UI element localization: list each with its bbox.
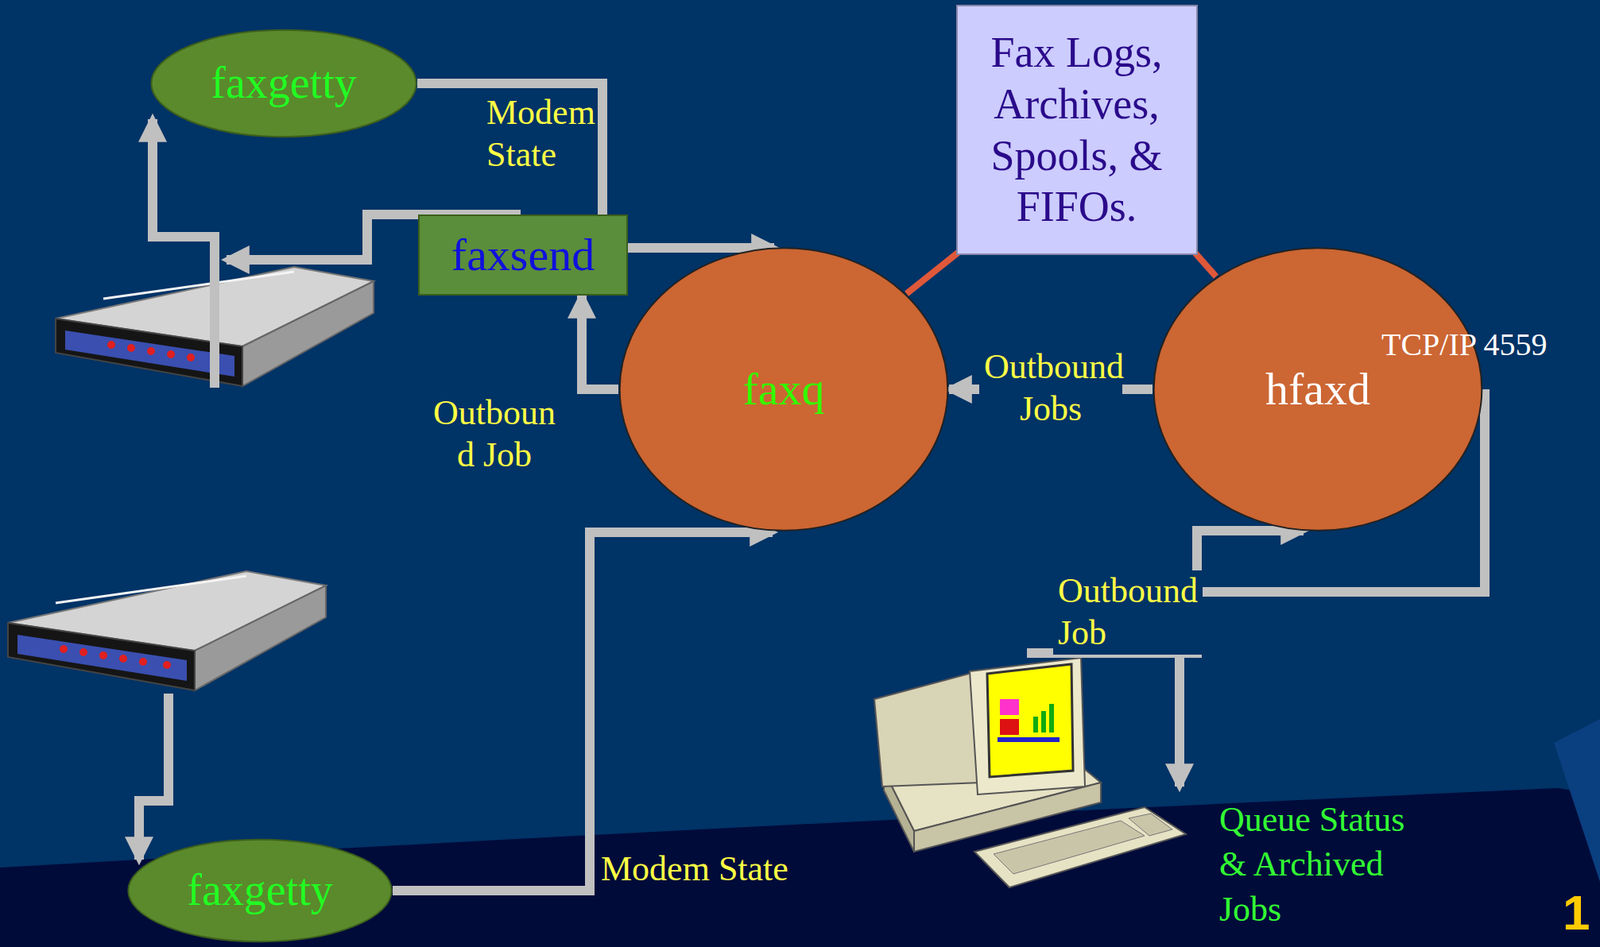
storage-box: Fax Logs, Archives, Spools, & FIFOs.: [956, 4, 1198, 256]
bottom-band: [0, 788, 1600, 947]
process-ellipse: faxgetty: [150, 29, 418, 138]
port-label: TCP/IP 4559: [1381, 325, 1589, 365]
connector: [581, 295, 619, 390]
process-ellipse: faxgetty: [127, 839, 393, 943]
edge-label: Outboun d Job: [422, 392, 566, 477]
process-box: faxsend: [418, 214, 628, 296]
node-text: Fax Logs, Archives, Spools, & FIFOs.: [965, 27, 1189, 233]
node-text: faxgetty: [210, 56, 357, 110]
edge-label: Modem State: [600, 848, 792, 892]
modem-icon: [7, 571, 326, 691]
edge-label: Modem State: [486, 92, 606, 177]
connector: [1194, 251, 1217, 277]
node-text: hfaxd: [1265, 361, 1371, 418]
node-text: faxsend: [451, 227, 595, 283]
illustration-arrows: [139, 119, 1485, 861]
process-ellipse: hfaxd: [1152, 246, 1484, 533]
flow-label: Outbound Job: [1053, 570, 1203, 655]
process-ellipse: faxq: [618, 246, 950, 533]
computer-icon: [874, 658, 1186, 888]
connector: [906, 251, 960, 295]
arrow: [152, 119, 215, 388]
node-text: faxq: [742, 361, 825, 418]
ellipse-shape: [127, 840, 392, 942]
note-label: Queue Status & Archived Jobs: [1219, 798, 1434, 933]
ellipse-shape: [1154, 247, 1483, 531]
page-number: 1: [1562, 883, 1598, 943]
connector: [392, 532, 773, 892]
ellipse-shape: [151, 30, 416, 137]
node-text: faxgetty: [186, 863, 333, 918]
arrow: [139, 693, 169, 861]
ellipse-shape: [619, 247, 949, 531]
edge-label: Outbound Jobs: [979, 346, 1123, 431]
corner-swoosh: [1553, 719, 1600, 883]
